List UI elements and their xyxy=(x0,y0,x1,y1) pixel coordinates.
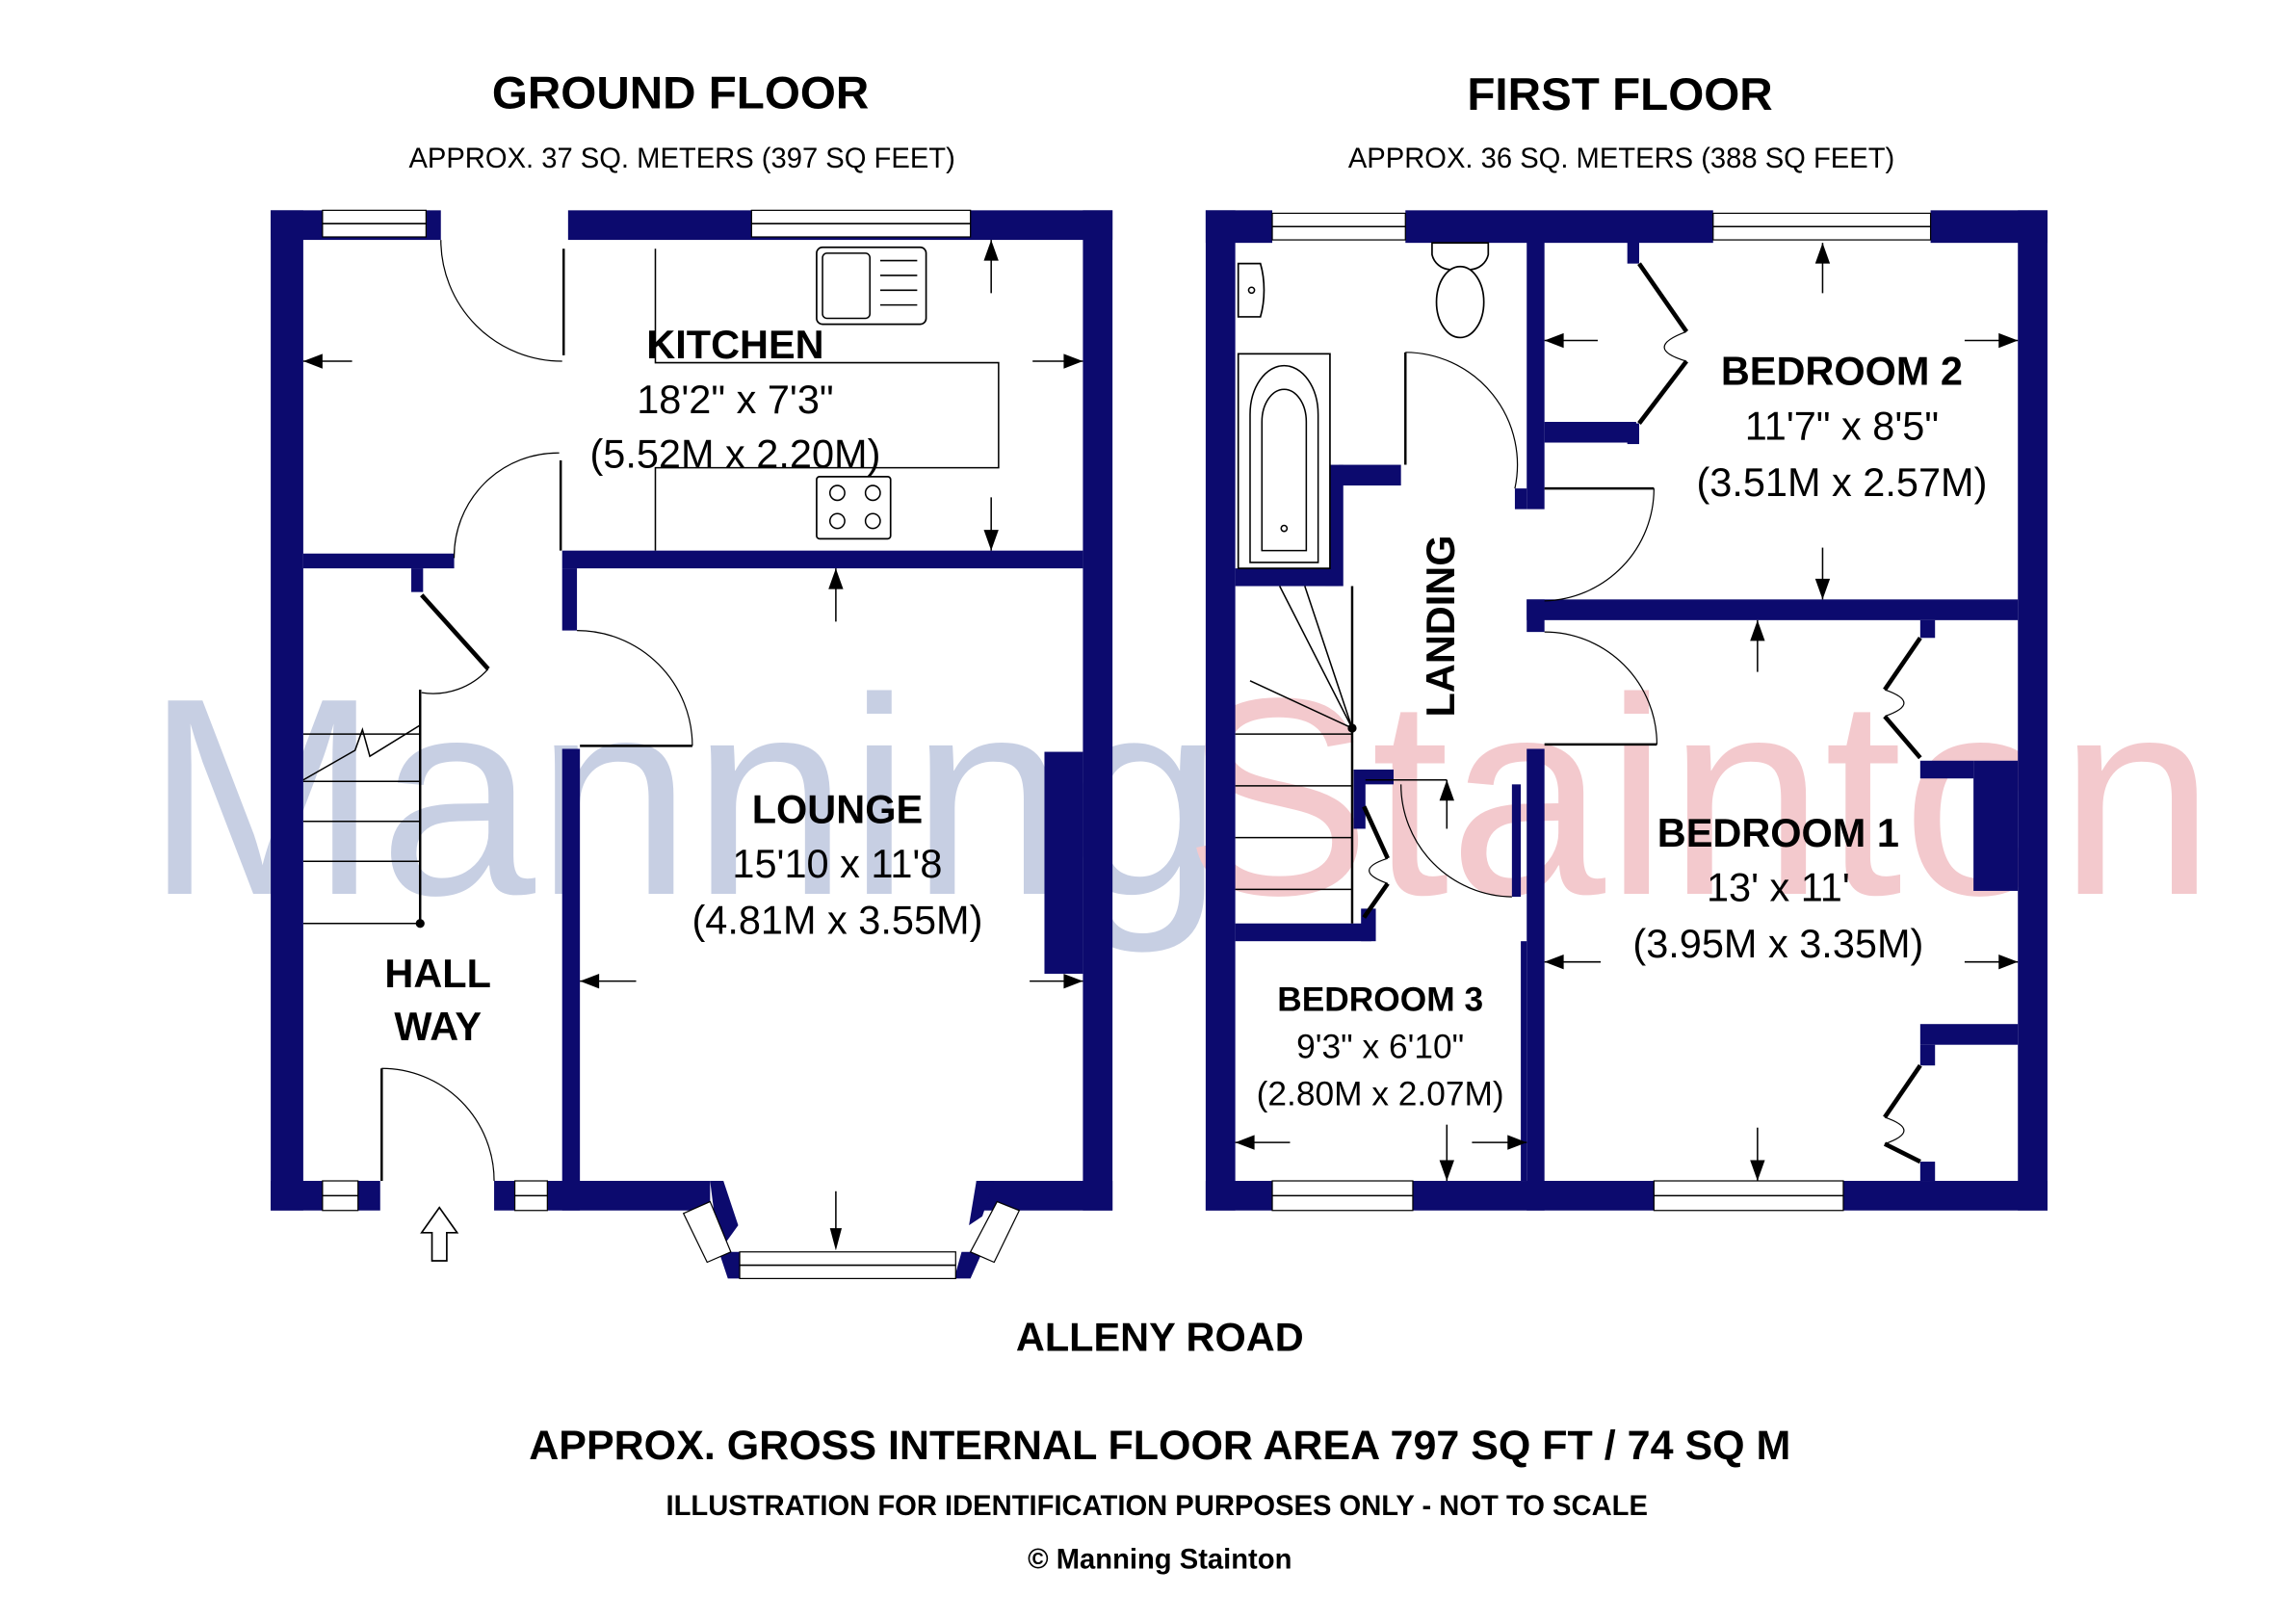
street-name: ALLENY ROAD xyxy=(1016,1315,1304,1360)
first-floor-plan: BEDROOM 2 11'7" x 8'5" (3.51M x 2.57M) B… xyxy=(1205,210,2048,1212)
bedroom1-metric: (3.95M x 3.35M) xyxy=(1632,921,1923,966)
wall xyxy=(271,210,303,1211)
ground-floor-plan: KITCHEN 18'2" x 7'3" (5.52M x 2.20M) LOU… xyxy=(271,209,1113,1280)
kitchen-label: KITCHEN xyxy=(646,322,823,367)
toilet-icon xyxy=(1431,242,1490,271)
landing-label: LANDING xyxy=(1418,536,1463,718)
copyright: © Manning Stainton xyxy=(1028,1544,1292,1575)
disclaimer: ILLUSTRATION FOR IDENTIFICATION PURPOSES… xyxy=(665,1491,1647,1522)
bath-icon xyxy=(1237,353,1331,569)
wall xyxy=(1083,210,1113,1211)
bedroom3-label: BEDROOM 3 xyxy=(1277,981,1483,1018)
entrance-arrow-icon xyxy=(420,1206,459,1262)
hob-icon xyxy=(816,476,892,540)
hallway-label-line1: HALL xyxy=(384,951,491,996)
bedroom2-imperial: 11'7" x 8'5" xyxy=(1745,403,1939,448)
lounge-label: LOUNGE xyxy=(752,786,923,831)
watermark-manning: Manning xyxy=(145,640,1224,955)
bedroom1-label: BEDROOM 1 xyxy=(1657,810,1899,855)
bedroom3-imperial: 9'3" x 6'10" xyxy=(1296,1029,1464,1066)
bedroom1-imperial: 13' x 11' xyxy=(1707,865,1850,910)
hallway-label-line2: WAY xyxy=(394,1004,482,1049)
gross-area: APPROX. GROSS INTERNAL FLOOR AREA 797 SQ… xyxy=(529,1423,1790,1469)
kitchen-imperial: 18'2" x 7'3" xyxy=(637,377,833,422)
ground-floor-title: GROUND FLOOR xyxy=(492,67,869,118)
lounge-imperial: 15'10 x 11'8 xyxy=(732,841,942,886)
sink-icon xyxy=(816,246,927,326)
ground-floor-area: APPROX. 37 SQ. METERS (397 SQ FEET) xyxy=(408,144,954,174)
first-floor-area: APPROX. 36 SQ. METERS (388 SQ FEET) xyxy=(1348,144,1894,174)
watermark: Manning Stainton xyxy=(145,640,2215,955)
basin-icon xyxy=(1237,262,1265,318)
kitchen-metric: (5.52M x 2.20M) xyxy=(589,432,880,477)
bedroom2-label: BEDROOM 2 xyxy=(1721,349,1963,394)
bedroom3-metric: (2.80M x 2.07M) xyxy=(1257,1076,1504,1113)
bedroom2-metric: (3.51M x 2.57M) xyxy=(1696,459,1987,505)
lounge-metric: (4.81M x 3.55M) xyxy=(691,897,982,942)
first-floor-title: FIRST FLOOR xyxy=(1467,69,1772,120)
